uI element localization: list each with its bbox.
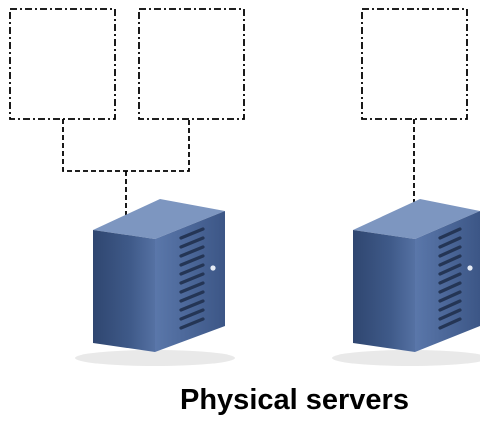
vent-slots-2 <box>438 227 462 330</box>
vm-box-2 <box>138 8 245 120</box>
server-tower-2 <box>332 199 480 366</box>
vent-slots-1 <box>179 227 205 330</box>
vm-box-3 <box>361 8 468 120</box>
server-tower-1 <box>75 199 235 366</box>
vm-box-1 <box>9 8 116 120</box>
power-button-1 <box>210 265 216 271</box>
connector-bracket <box>62 119 190 172</box>
diagram-caption: Physical servers <box>180 384 409 416</box>
power-button-2 <box>467 265 473 271</box>
